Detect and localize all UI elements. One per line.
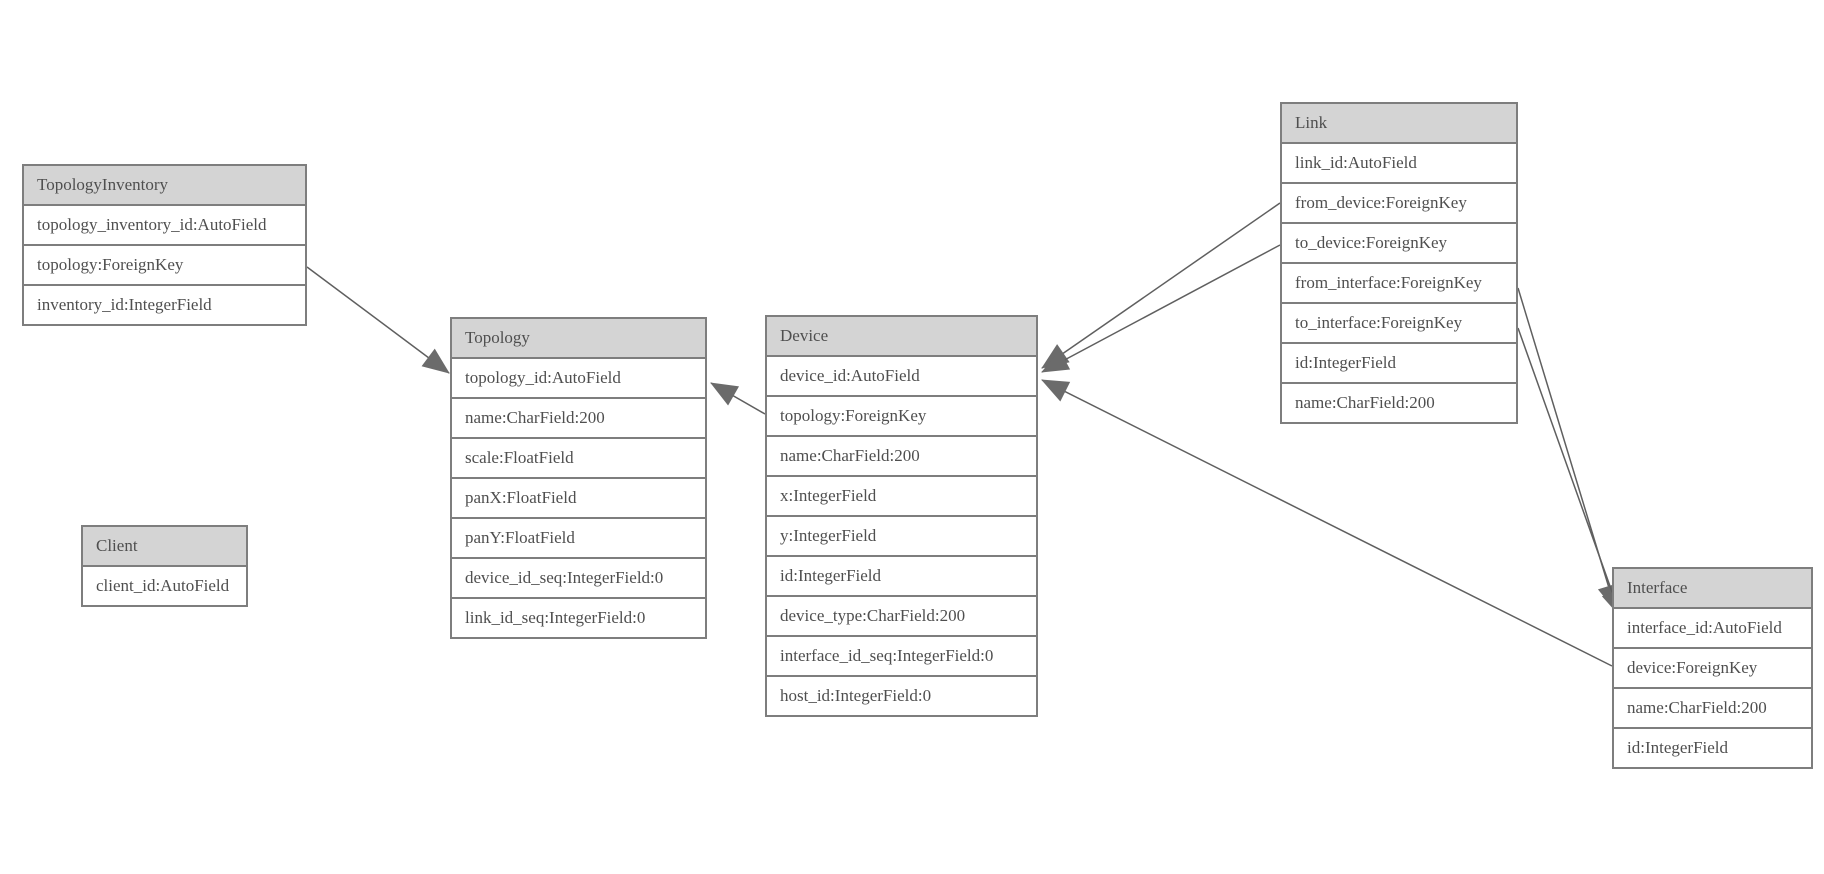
field-row: id:IntegerField [767,557,1036,597]
field-row: y:IntegerField [767,517,1036,557]
entity-device: Device device_id:AutoField topology:Fore… [765,315,1038,717]
field-row: device:ForeignKey [1614,649,1811,689]
field-row: inventory_id:IntegerField [24,286,305,324]
entity-device-title: Device [767,317,1036,357]
field-row: host_id:IntegerField:0 [767,677,1036,715]
entity-topology: Topology topology_id:AutoField name:Char… [450,317,707,639]
field-row: interface_id:AutoField [1614,609,1811,649]
field-row: name:CharField:200 [452,399,705,439]
field-row: topology:ForeignKey [767,397,1036,437]
entity-topology-title: Topology [452,319,705,359]
field-row: topology_inventory_id:AutoField [24,206,305,246]
rel-device-topology [710,382,766,415]
rel-interface-device-device [1041,379,1613,667]
entity-topology-inventory-title: TopologyInventory [24,166,305,206]
rel-topologyinventory-topology [306,266,450,374]
field-row: interface_id_seq:IntegerField:0 [767,637,1036,677]
field-row: id:IntegerField [1282,344,1516,384]
field-row: device_id_seq:IntegerField:0 [452,559,705,599]
field-row: from_interface:ForeignKey [1282,264,1516,304]
field-row: name:CharField:200 [1282,384,1516,422]
field-row: topology:ForeignKey [24,246,305,286]
field-row: topology_id:AutoField [452,359,705,399]
field-row: panY:FloatField [452,519,705,559]
entity-link-title: Link [1282,104,1516,144]
field-row: client_id:AutoField [83,567,246,605]
field-row: name:CharField:200 [767,437,1036,477]
rel-link-fromdevice-device [1041,202,1281,369]
entity-interface-title: Interface [1614,569,1811,609]
entity-interface: Interface interface_id:AutoField device:… [1612,567,1813,769]
entity-link: Link link_id:AutoField from_device:Forei… [1280,102,1518,424]
field-row: device_type:CharField:200 [767,597,1036,637]
field-row: to_device:ForeignKey [1282,224,1516,264]
field-row: from_device:ForeignKey [1282,184,1516,224]
field-row: name:CharField:200 [1614,689,1811,729]
rel-link-tointerface-interface [1517,327,1623,618]
entity-client-title: Client [83,527,246,567]
entity-topology-inventory: TopologyInventory topology_inventory_id:… [22,164,307,326]
field-row: scale:FloatField [452,439,705,479]
rel-link-todevice-device [1041,244,1281,373]
field-row: id:IntegerField [1614,729,1811,767]
field-row: x:IntegerField [767,477,1036,517]
field-row: link_id_seq:IntegerField:0 [452,599,705,637]
field-row: link_id:AutoField [1282,144,1516,184]
field-row: device_id:AutoField [767,357,1036,397]
field-row: panX:FloatField [452,479,705,519]
entity-client: Client client_id:AutoField [81,525,248,607]
field-row: to_interface:ForeignKey [1282,304,1516,344]
